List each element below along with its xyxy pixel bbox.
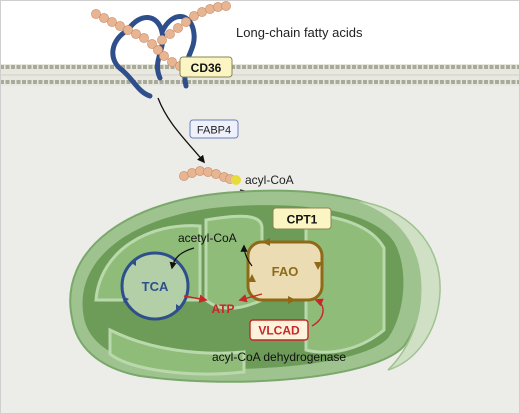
fatty-acid-bead	[181, 17, 191, 27]
acetyl-to-tca-arrow	[169, 247, 195, 270]
fatty-acid-bead	[157, 35, 167, 45]
acyl-coa-label: acyl-CoA	[245, 173, 294, 187]
fatty-acid-bead	[123, 25, 133, 35]
acyl-coa-bead	[203, 167, 213, 177]
fatty-acid-bead	[189, 11, 199, 21]
fatty-acid-bead	[205, 4, 215, 14]
fatty-acid-bead	[139, 33, 149, 43]
atp-label: ATP	[211, 302, 234, 316]
vlcad-arrow	[311, 298, 324, 327]
fatty-acid-bead	[147, 39, 157, 49]
vlcad-box	[249, 319, 309, 341]
tca-cycle: TCA	[120, 251, 190, 321]
fabp4-box	[189, 119, 239, 139]
fatty-acid-bead	[131, 29, 141, 39]
fatty-acid-bead	[153, 45, 163, 55]
fao-to-atp-arrow	[238, 293, 263, 303]
acetyl-coa-label: acetyl-CoA	[178, 231, 237, 245]
fatty-acid-bead	[91, 9, 101, 19]
acyl-coa-bead	[187, 168, 197, 178]
fao-label: FAO	[272, 264, 299, 279]
vlcad-label: VLCAD	[258, 324, 300, 338]
fatty-acid-bead	[221, 1, 231, 11]
cd36-label: CD36	[191, 61, 222, 75]
fatty-acid-bead	[107, 17, 117, 27]
fatty-acid-bead	[115, 21, 125, 31]
fatty-acids-label: Long-chain fatty acids	[236, 25, 363, 40]
fatty-acid-bead	[173, 23, 183, 33]
dehydrogenase-label: acyl-CoA dehydrogenase	[212, 350, 346, 364]
fatty-acid-chains	[91, 1, 231, 71]
cd36-box	[179, 56, 233, 78]
coa-head-icon	[231, 175, 241, 185]
fatty-acid-bead	[165, 29, 175, 39]
tca-label: TCA	[142, 279, 169, 294]
tca-to-atp-arrow	[183, 294, 208, 303]
cpt1-label: CPT1	[287, 213, 318, 227]
cpt1-box	[272, 207, 332, 230]
fao-to-acetyl-arrow	[240, 244, 253, 267]
fabp4-label: FABP4	[197, 125, 231, 137]
fao-cycle: FAO	[246, 238, 324, 304]
fatty-acid-bead	[167, 57, 177, 67]
transport-arrow	[157, 97, 205, 164]
fatty-acid-bead	[99, 13, 109, 23]
fatty-acid-bead	[159, 51, 169, 61]
cell-membrane	[0, 64, 520, 86]
